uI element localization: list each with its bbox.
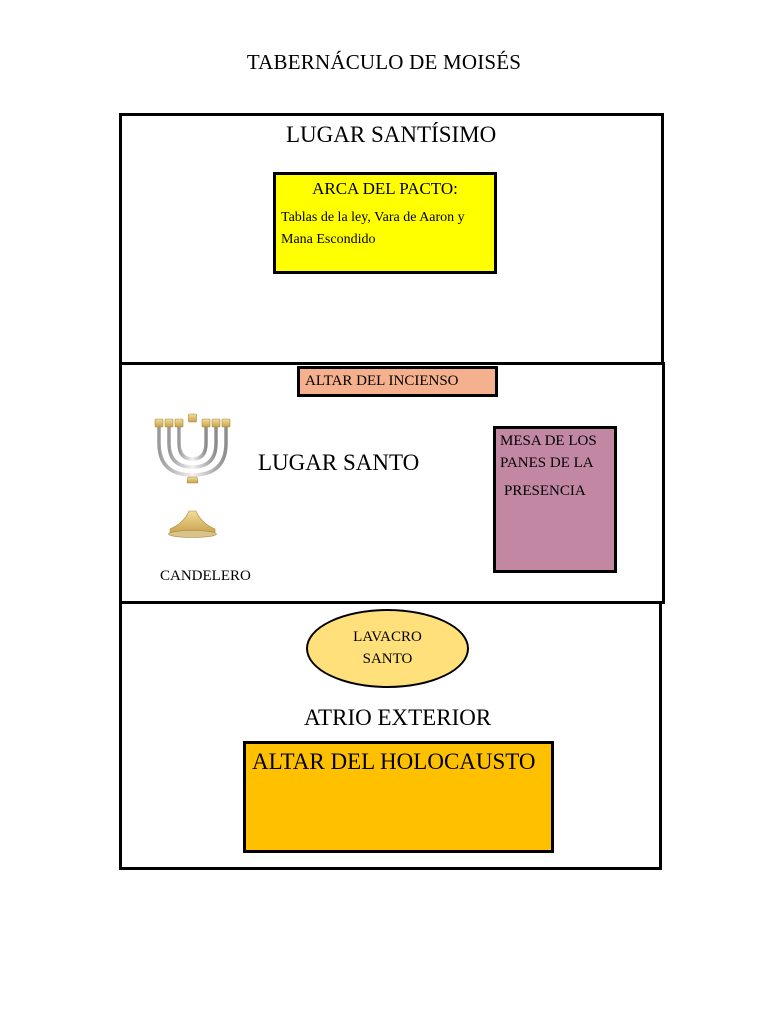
altar-incienso-label: ALTAR DEL INCIENSO <box>305 373 459 389</box>
menorah-icon <box>154 413 231 538</box>
atrio-exterior-section: LAVACRO SANTO ATRIO EXTERIOR ALTAR DEL H… <box>119 601 662 870</box>
page-title: TABERNÁCULO DE MOISÉS <box>246 50 522 74</box>
atrio-exterior-title: ATRIO EXTERIOR <box>304 705 492 730</box>
arca-description: Tablas de la ley, Vara de Aaron y Mana E… <box>281 210 465 247</box>
mesa-label-line1: MESA DE LOS <box>500 433 597 449</box>
altar-incienso-box: ALTAR DEL INCIENSO <box>297 366 498 397</box>
lavacro-label-line2: SANTO <box>362 651 413 667</box>
lugar-santisimo-title: LUGAR SANTÍSIMO <box>286 122 497 147</box>
lavacro-ellipse: LAVACRO SANTO <box>306 609 469 688</box>
mesa-label-line3: PRESENCIA <box>504 483 586 499</box>
lugar-santo-section: ALTAR DEL INCIENSO <box>119 362 665 604</box>
lugar-santo-title: LUGAR SANTO <box>258 450 420 475</box>
arca-del-pacto-box: ARCA DEL PACTO: Tablas de la ley, Vara d… <box>273 172 497 274</box>
candelero-label: CANDELERO <box>160 568 251 584</box>
lavacro-label-line1: LAVACRO <box>353 629 422 645</box>
arca-heading: ARCA DEL PACTO: <box>312 179 458 198</box>
altar-holocausto-label: ALTAR DEL HOLOCAUSTO <box>252 749 536 774</box>
lugar-santisimo-section: LUGAR SANTÍSIMO ARCA DEL PACTO: Tablas d… <box>119 113 664 365</box>
mesa-label-line2: PANES DE LA <box>500 455 594 471</box>
altar-holocausto-box: ALTAR DEL HOLOCAUSTO <box>243 741 554 853</box>
mesa-panes-box: MESA DE LOS PANES DE LA PRESENCIA <box>493 426 617 573</box>
